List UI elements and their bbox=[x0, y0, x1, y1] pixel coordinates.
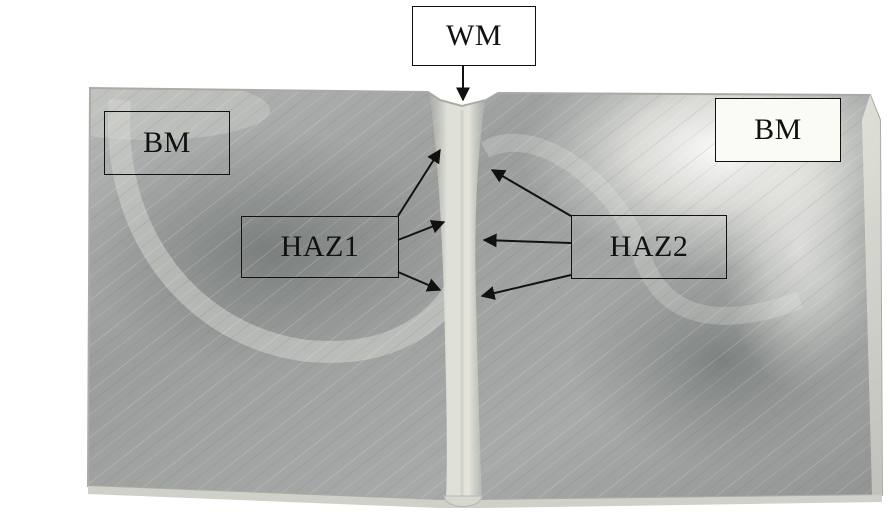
haz2-arrow-middle bbox=[482, 233, 572, 248]
wm-label: WM bbox=[412, 6, 536, 66]
haz1-arrow-middle bbox=[397, 220, 446, 241]
bm-right-label: BM bbox=[715, 98, 841, 162]
haz1-arrow-upper bbox=[397, 148, 441, 217]
haz1-arrow-lower bbox=[397, 271, 442, 292]
haz1-label: HAZ1 bbox=[241, 216, 399, 278]
bm-left-label: BM bbox=[104, 111, 230, 175]
haz2-arrow-lower bbox=[480, 274, 572, 300]
haz2-arrow-upper bbox=[490, 169, 572, 217]
annotation-arrows bbox=[397, 66, 572, 300]
haz2-label: HAZ2 bbox=[571, 215, 727, 279]
